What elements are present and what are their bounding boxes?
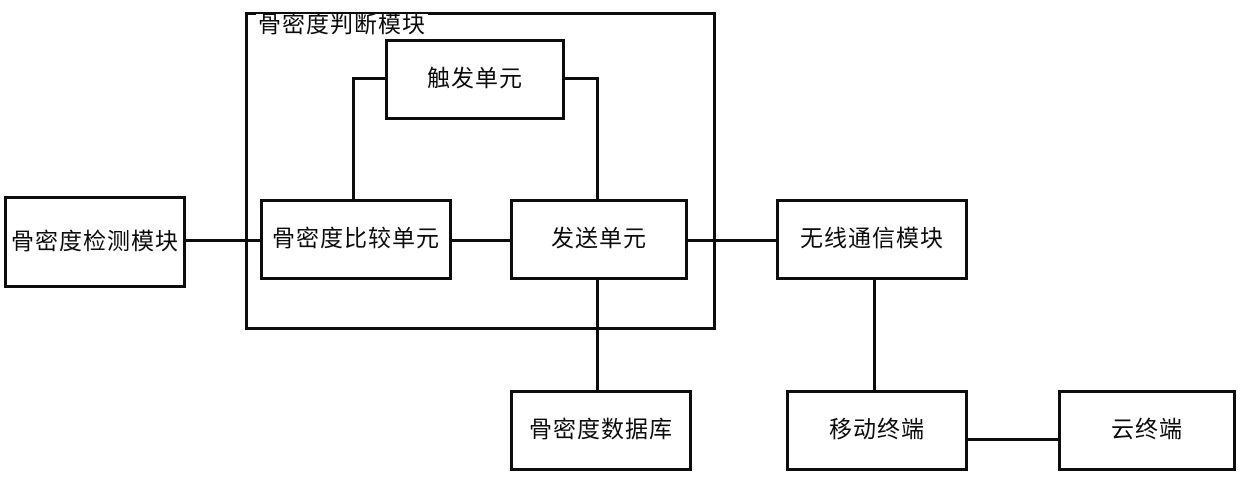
connector-sending-to-database xyxy=(596,277,599,392)
node-sending-unit[interactable]: 发送单元 xyxy=(510,199,688,280)
connector-trigger-right-horizontal xyxy=(562,77,599,80)
bone-density-judgment-module-container xyxy=(245,12,716,330)
node-label-cloud: 云终端 xyxy=(1111,417,1183,443)
node-bone-density-database[interactable]: 骨密度数据库 xyxy=(510,390,692,471)
node-label-detection: 骨密度检测模块 xyxy=(11,228,179,255)
node-label-wireless: 无线通信模块 xyxy=(800,226,944,252)
connector-trigger-to-comparison-vertical xyxy=(352,77,355,201)
node-mobile-terminal[interactable]: 移动终端 xyxy=(786,390,968,471)
connector-mobile-to-cloud xyxy=(966,438,1060,441)
connector-sending-to-wireless xyxy=(686,239,778,242)
node-label-comparison: 骨密度比较单元 xyxy=(272,226,440,252)
connector-wireless-to-mobile xyxy=(873,278,876,392)
connector-comparison-to-sending xyxy=(450,239,512,242)
connector-sending-to-trigger-vertical xyxy=(596,77,599,201)
node-bone-density-comparison-unit[interactable]: 骨密度比较单元 xyxy=(260,199,452,280)
node-label-sending: 发送单元 xyxy=(551,226,647,252)
connector-detection-to-comparison xyxy=(183,239,263,242)
node-label-database: 骨密度数据库 xyxy=(529,417,673,443)
node-label-mobile: 移动终端 xyxy=(829,417,925,443)
node-wireless-communication-module[interactable]: 无线通信模块 xyxy=(776,199,968,280)
connector-trigger-left-horizontal xyxy=(352,77,388,80)
node-trigger-unit[interactable]: 触发单元 xyxy=(385,39,565,120)
node-bone-density-detection-module[interactable]: 骨密度检测模块 xyxy=(4,196,186,288)
node-label-trigger: 触发单元 xyxy=(427,66,523,92)
node-cloud-terminal[interactable]: 云终端 xyxy=(1058,390,1236,471)
bone-density-judgment-module-title: 骨密度判断模块 xyxy=(256,12,428,38)
